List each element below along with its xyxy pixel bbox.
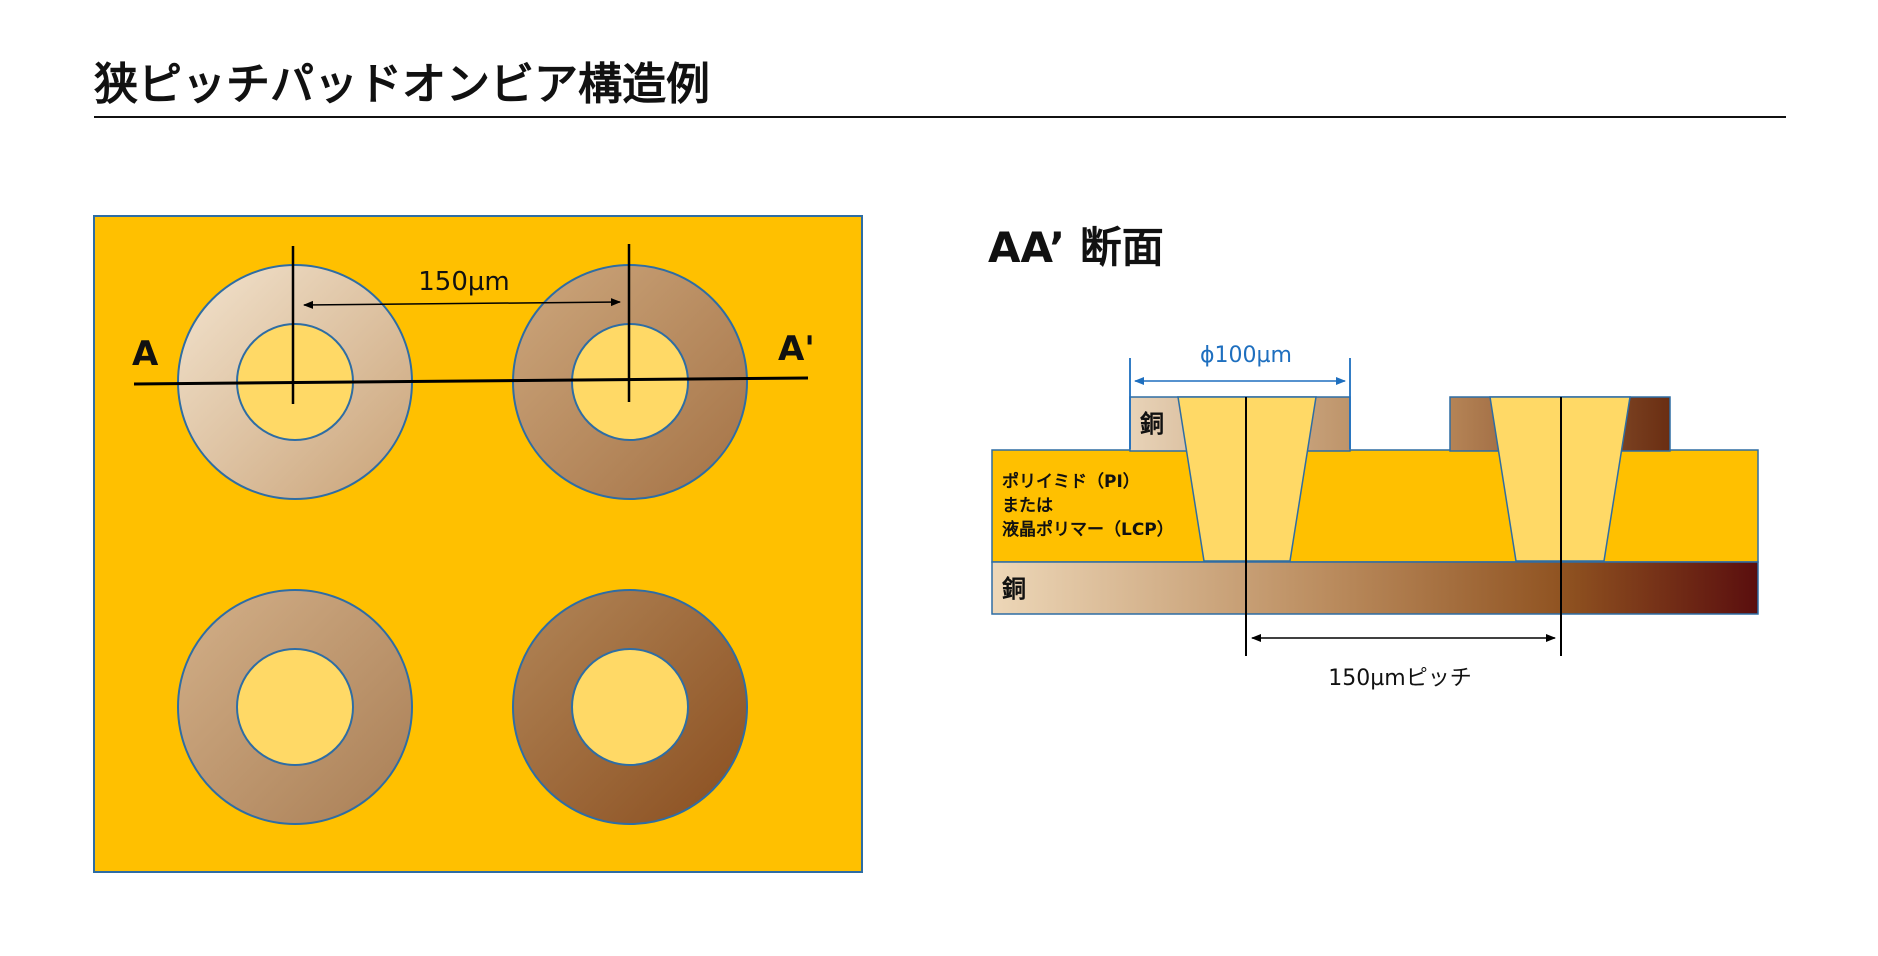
pitch-dimension-arrow (303, 298, 621, 309)
bottom-copper-label: 銅 (1002, 575, 1026, 603)
top-copper-label: 銅 (1140, 410, 1164, 438)
dielectric-layer (991, 449, 1759, 563)
plan-view: A A' 150µm (93, 215, 863, 873)
cross-section-pitch-label: 150µmピッチ (1328, 666, 1471, 691)
cross-section-view: AA’ 断面 ϕ100µm 150µmピッチ 銅 ポリイミド（PI） または 液… (988, 223, 1759, 691)
dielectric-label-line-1: ポリイミド（PI） (1002, 471, 1140, 492)
page-title: 狭ピッチパッドオンビア構造例 (94, 59, 710, 110)
section-label-a-prime: A' (778, 329, 815, 369)
cross-section-heading: AA’ 断面 (988, 223, 1164, 272)
plan-pitch-label: 150µm (418, 267, 510, 297)
bottom-copper-layer (991, 561, 1759, 615)
via-hole (571, 648, 689, 766)
via-hole (236, 648, 354, 766)
dielectric-label-line-3: 液晶ポリマー（LCP） (1002, 519, 1174, 540)
dielectric-label-line-2: または (1002, 496, 1053, 516)
title-underline (94, 116, 1786, 118)
section-line (133, 376, 809, 386)
section-label-a: A (132, 334, 159, 374)
via-diameter-label: ϕ100µm (1200, 343, 1292, 368)
